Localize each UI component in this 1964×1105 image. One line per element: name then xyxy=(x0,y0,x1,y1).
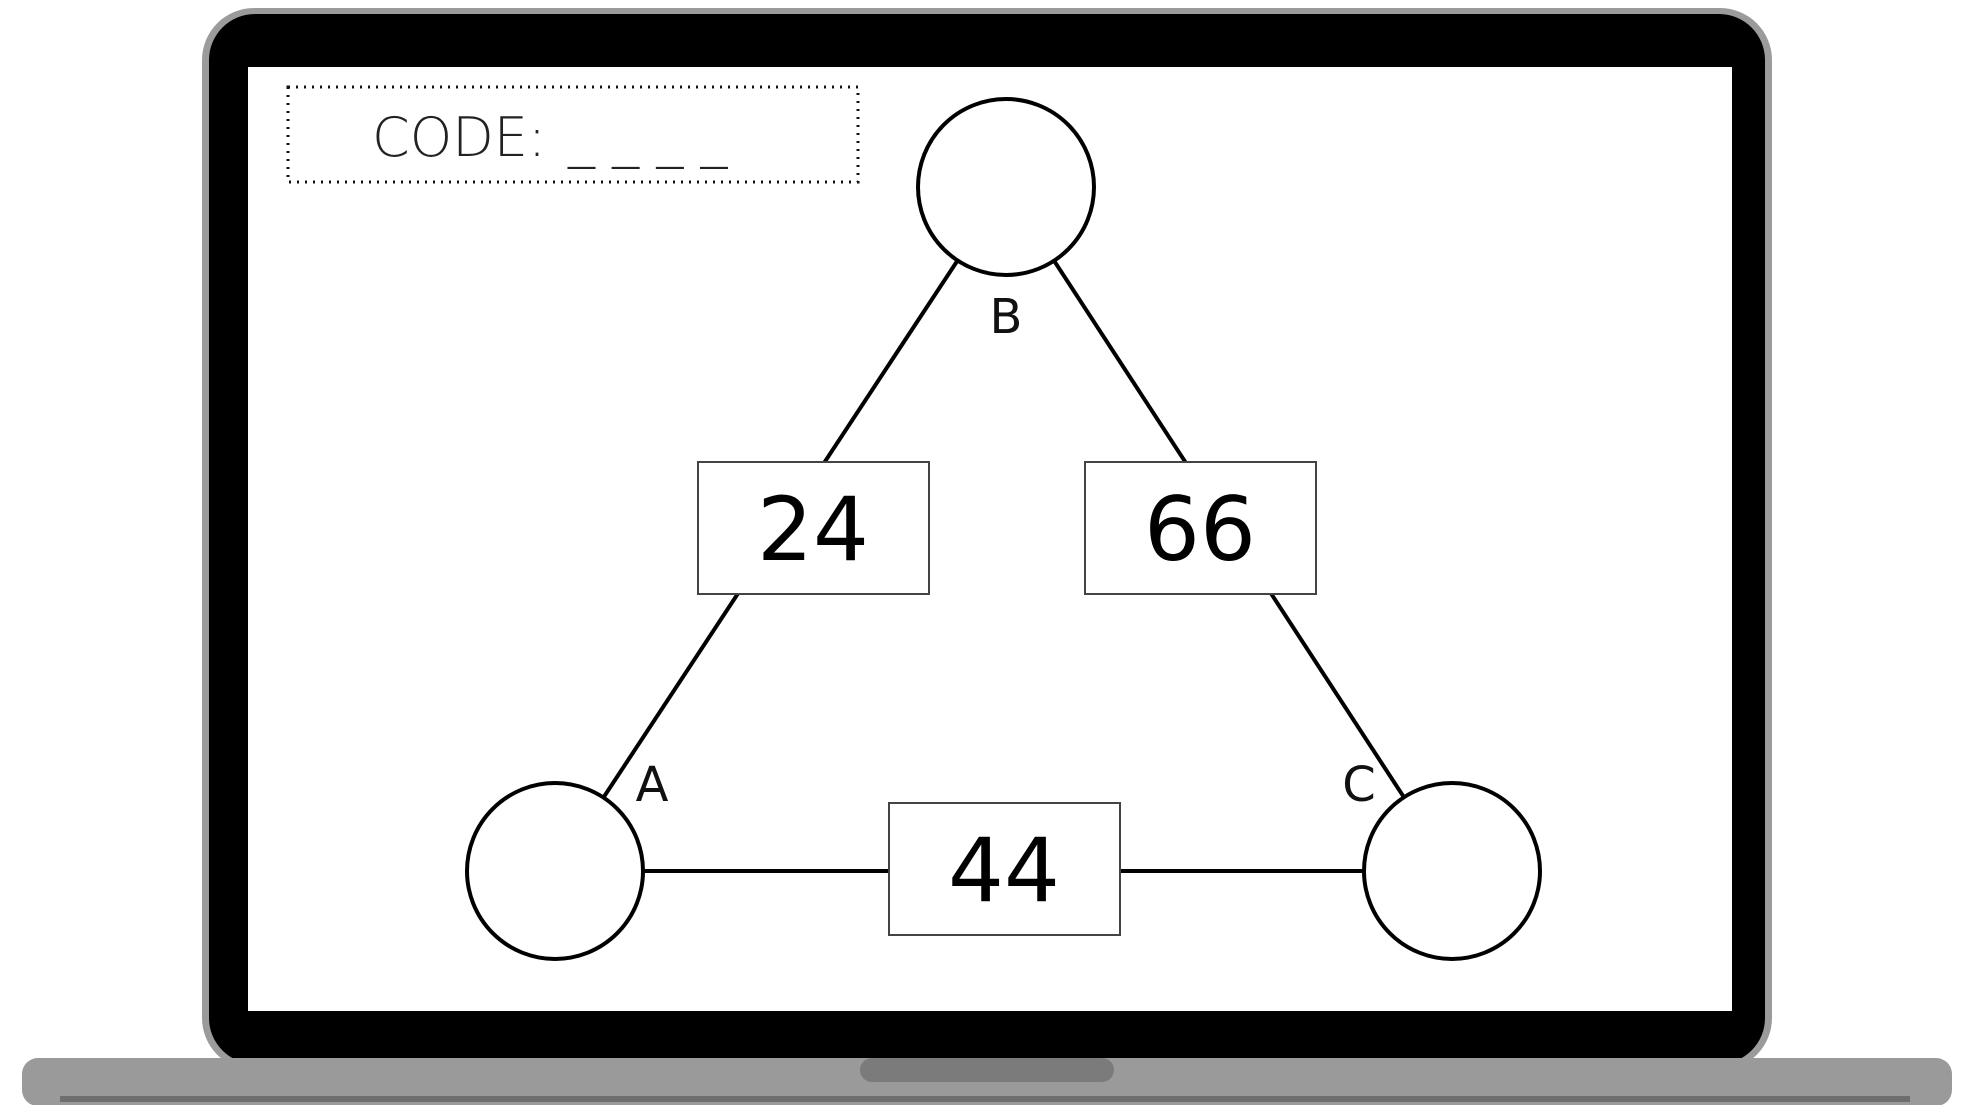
node-label-c: C xyxy=(1342,757,1376,813)
node-label-a: A xyxy=(636,757,669,813)
code-blanks: _ _ _ _ xyxy=(567,106,728,169)
code-label: CODE: xyxy=(372,106,546,169)
laptop-base-shadow xyxy=(60,1096,1910,1102)
sum-box-right xyxy=(1084,461,1317,595)
sum-box-left xyxy=(697,461,930,595)
code-box xyxy=(286,85,860,184)
sum-value-right: 66 xyxy=(1144,478,1256,581)
sum-value-left: 24 xyxy=(757,478,869,581)
node-label-b: B xyxy=(990,289,1023,345)
node-circle-top[interactable] xyxy=(916,97,1096,277)
sum-box-bottom xyxy=(888,802,1121,936)
node-circle-left[interactable] xyxy=(465,781,645,961)
laptop-notch xyxy=(860,1058,1114,1082)
node-circle-right[interactable] xyxy=(1362,781,1542,961)
sum-value-bottom: 44 xyxy=(948,819,1060,922)
